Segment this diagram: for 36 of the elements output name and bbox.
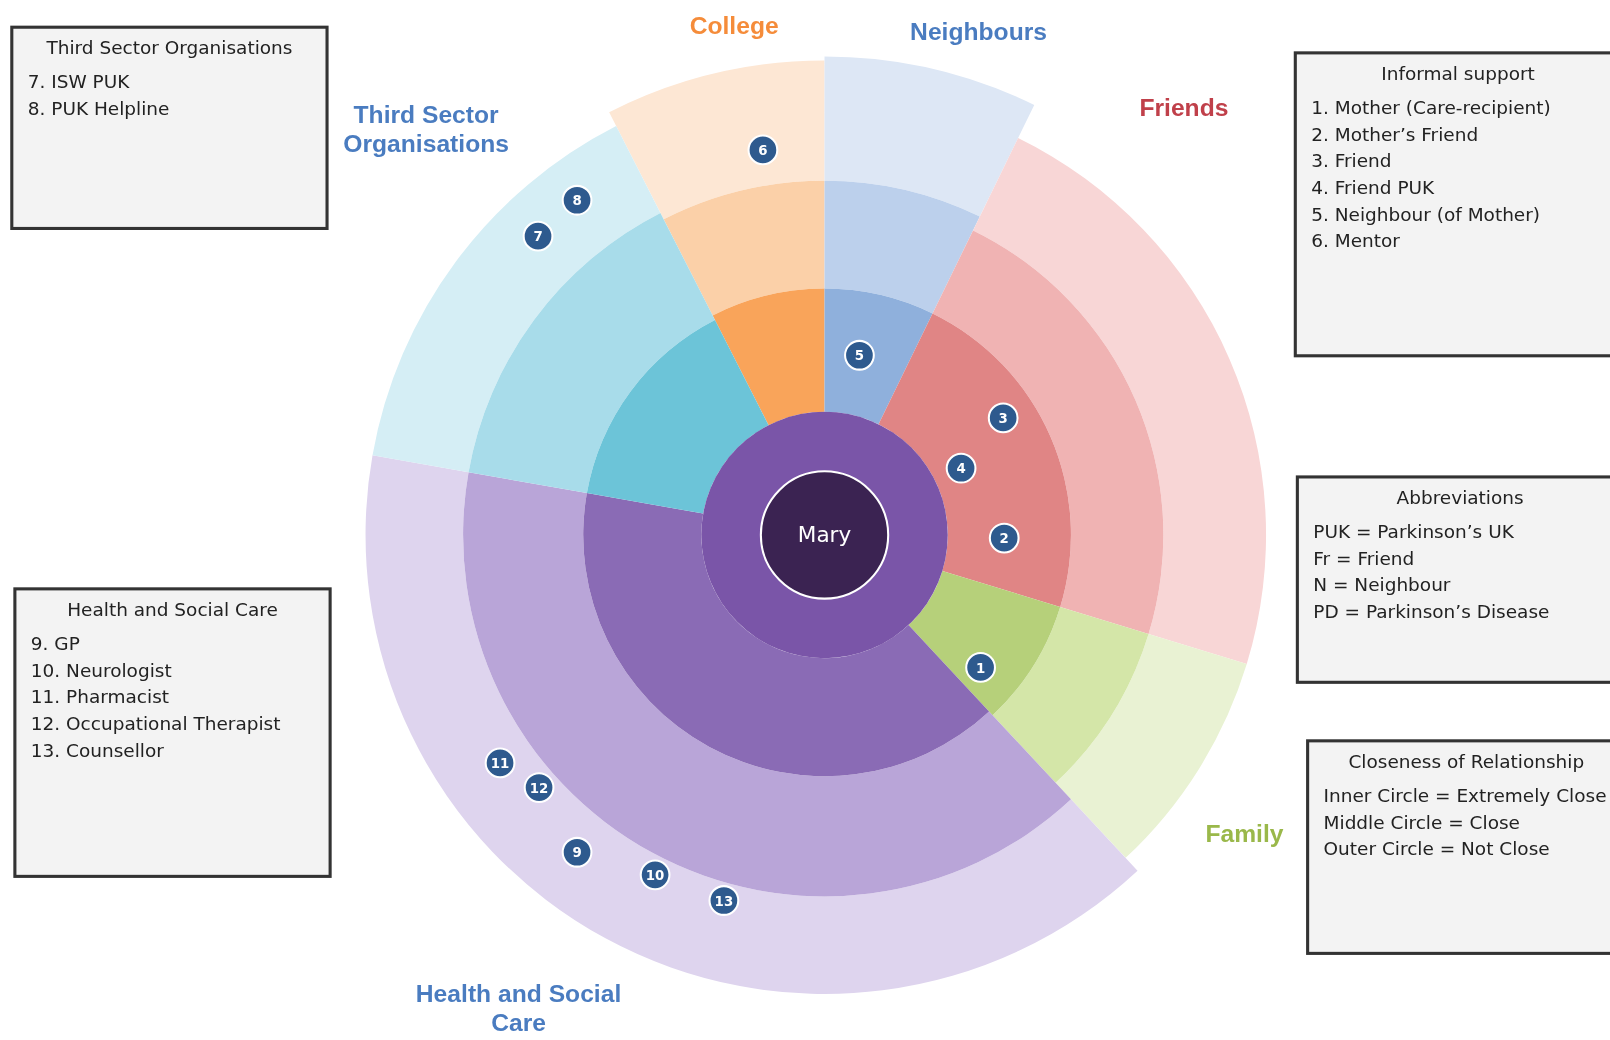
legend-box (10, 25, 329, 230)
list-item: PD = Parkinson’s Disease (1313, 600, 1551, 623)
sector-label: Family (1204, 819, 1285, 849)
box-heading: Health and Social Care (66, 598, 279, 621)
list-item: 7. ISW PUK (27, 70, 131, 93)
list-item: Fr = Friend (1313, 547, 1416, 569)
list-item: 3. Friend (1311, 149, 1393, 172)
legend-box (1295, 475, 1610, 684)
list-item: N = Neighbour (1313, 574, 1452, 596)
list-item: Outer Circle = Not Close (1323, 837, 1551, 860)
list-item: 12. Occupational Therapist (30, 712, 282, 735)
list-item: 4. Friend PUK (1311, 176, 1436, 199)
sector-label: Friends (1138, 93, 1230, 123)
sector-label: Neighbours (909, 17, 1048, 47)
list-item: 6. Mentor (1311, 230, 1401, 252)
sector-label: Third Sector Organisations (342, 100, 510, 159)
box-heading: Closeness of Relationship (1347, 750, 1586, 773)
list-item: 11. Pharmacist (30, 685, 171, 708)
list-item: 5. Neighbour (of Mother) (1311, 203, 1542, 225)
list-item: Inner Circle = Extremely Close (1323, 784, 1608, 807)
sector-label: College (688, 11, 780, 41)
list-item: 9. GP (30, 632, 81, 655)
list-item: PUK = Parkinson’s UK (1313, 520, 1515, 543)
sector-label: Health and Social Care (414, 979, 623, 1038)
list-item: 2. Mother’s Friend (1311, 123, 1480, 145)
legend-box (1293, 51, 1610, 358)
list-item: 13. Counsellor (30, 739, 165, 761)
list-item: Middle Circle = Close (1323, 811, 1521, 833)
box-heading: Abbreviations (1395, 486, 1525, 509)
legend-box (1306, 739, 1610, 955)
box-heading: Informal support (1380, 62, 1536, 85)
list-item: 1. Mother (Care-recipient) (1311, 96, 1552, 119)
legend-box (13, 587, 332, 878)
list-item: 8. PUK Helpline (27, 97, 171, 120)
box-heading: Third Sector Organisations (45, 36, 294, 59)
list-item: 10. Neurologist (30, 659, 173, 681)
